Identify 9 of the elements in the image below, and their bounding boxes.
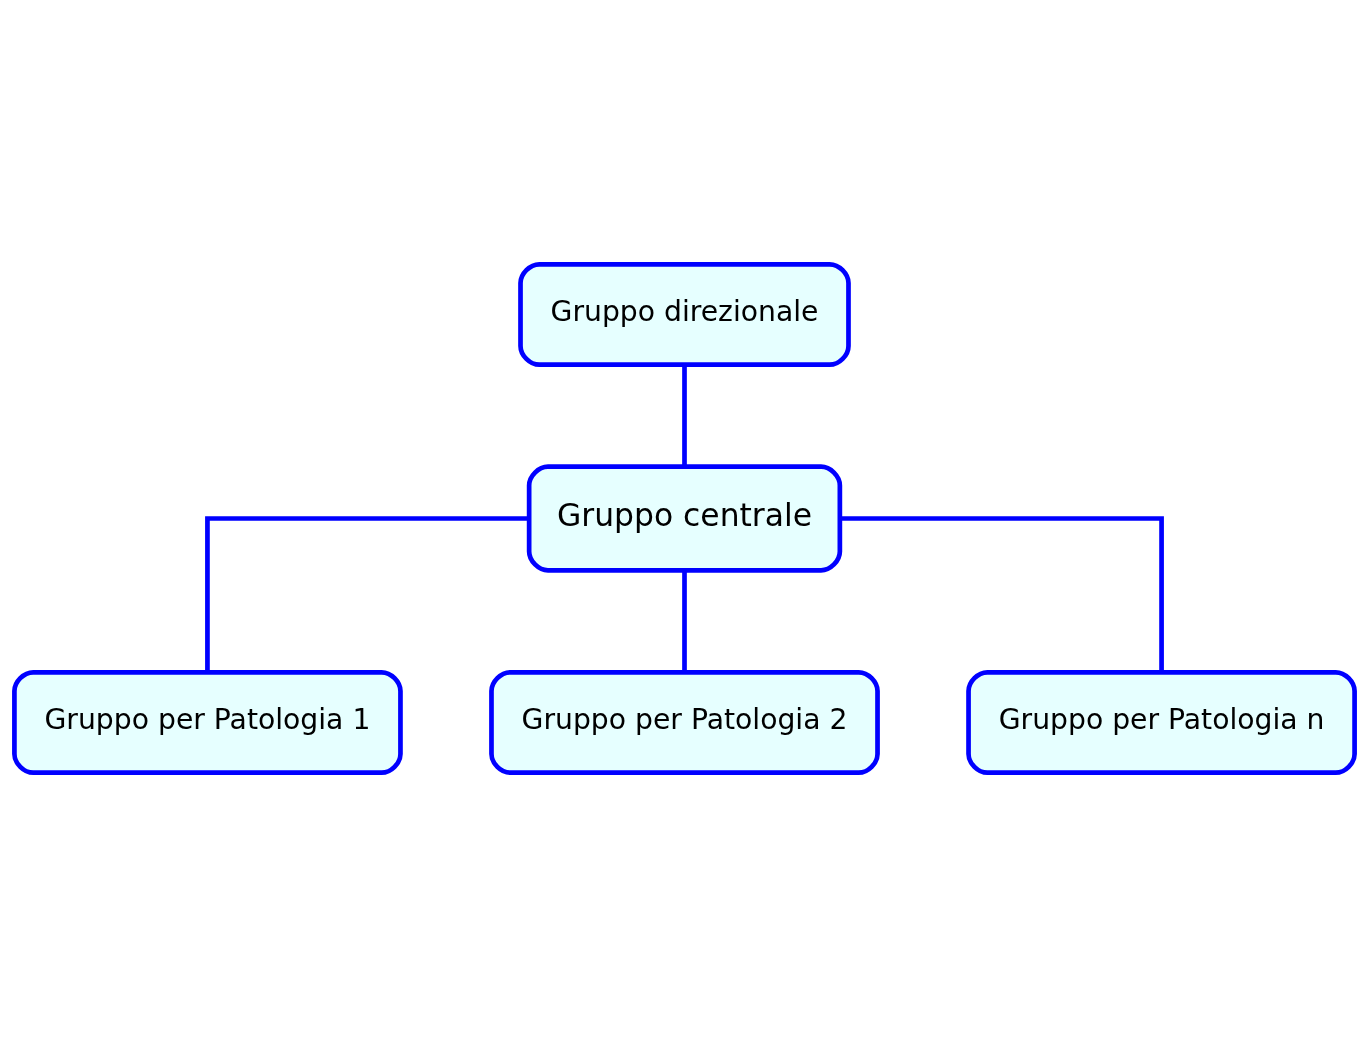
node-box: Gruppo per Patologia n xyxy=(966,669,1357,776)
connector xyxy=(682,570,687,672)
node-box: Gruppo direzionale xyxy=(518,261,851,368)
node-box: Gruppo per Patologia 1 xyxy=(12,669,403,776)
node-box: Gruppo centrale xyxy=(526,464,843,573)
node-box: Gruppo per Patologia 2 xyxy=(489,669,880,776)
connector xyxy=(205,516,529,673)
connector xyxy=(840,516,1164,673)
connector xyxy=(682,364,687,467)
